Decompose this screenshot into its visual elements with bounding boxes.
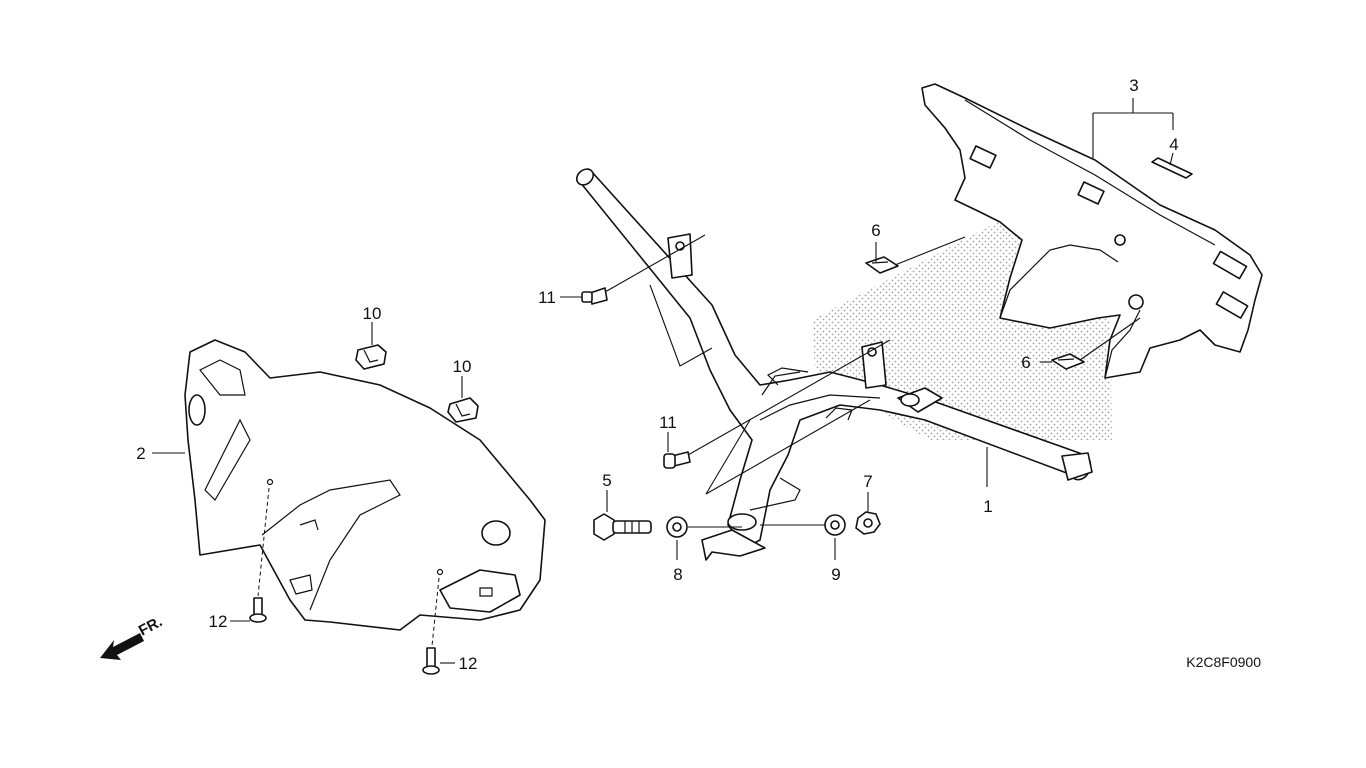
leader-lines xyxy=(152,98,1174,664)
clip-nut-upper xyxy=(865,256,899,274)
callout-3: 3 xyxy=(1129,76,1138,95)
emblem-strip xyxy=(1151,157,1193,179)
screw-12-right xyxy=(422,647,440,675)
callout-9: 9 xyxy=(831,565,840,584)
callout-12-right: 12 xyxy=(459,654,478,673)
callout-6-lower: 6 xyxy=(1021,353,1030,372)
screw-11-upper xyxy=(581,287,608,305)
washer-8 xyxy=(666,516,688,538)
bolt-5 xyxy=(593,513,652,541)
callout-10-upper: 10 xyxy=(363,304,382,323)
callout-11-lower: 11 xyxy=(659,413,677,432)
screw-11-lower xyxy=(663,451,691,469)
front-handlebar-cover xyxy=(184,339,546,631)
rear-handlebar-cover xyxy=(921,83,1263,379)
washer-9 xyxy=(824,514,846,536)
clip-nut-lower xyxy=(1051,353,1085,370)
callout-7: 7 xyxy=(863,472,872,491)
nut-7 xyxy=(855,511,881,535)
callout-5: 5 xyxy=(602,471,611,490)
hole-12-left xyxy=(266,478,274,486)
callout-10-lower: 10 xyxy=(453,357,472,376)
callout-8: 8 xyxy=(673,565,682,584)
clip-10-upper xyxy=(355,344,387,370)
screw-12-left xyxy=(249,597,267,623)
callout-4: 4 xyxy=(1169,135,1178,154)
callout-1: 1 xyxy=(983,497,992,516)
callout-12-left: 12 xyxy=(209,612,228,631)
drawing-code: K2C8F0900 xyxy=(1186,654,1261,670)
callout-2: 2 xyxy=(136,444,145,463)
hole-12-right xyxy=(436,568,444,576)
front-arrow-icon: FR. xyxy=(100,613,165,660)
clip-10-lower xyxy=(447,397,479,423)
callout-6-upper: 6 xyxy=(871,221,880,240)
handlebar xyxy=(575,168,1093,561)
callout-11-upper: 11 xyxy=(538,288,556,307)
guide-12-right xyxy=(431,577,440,647)
